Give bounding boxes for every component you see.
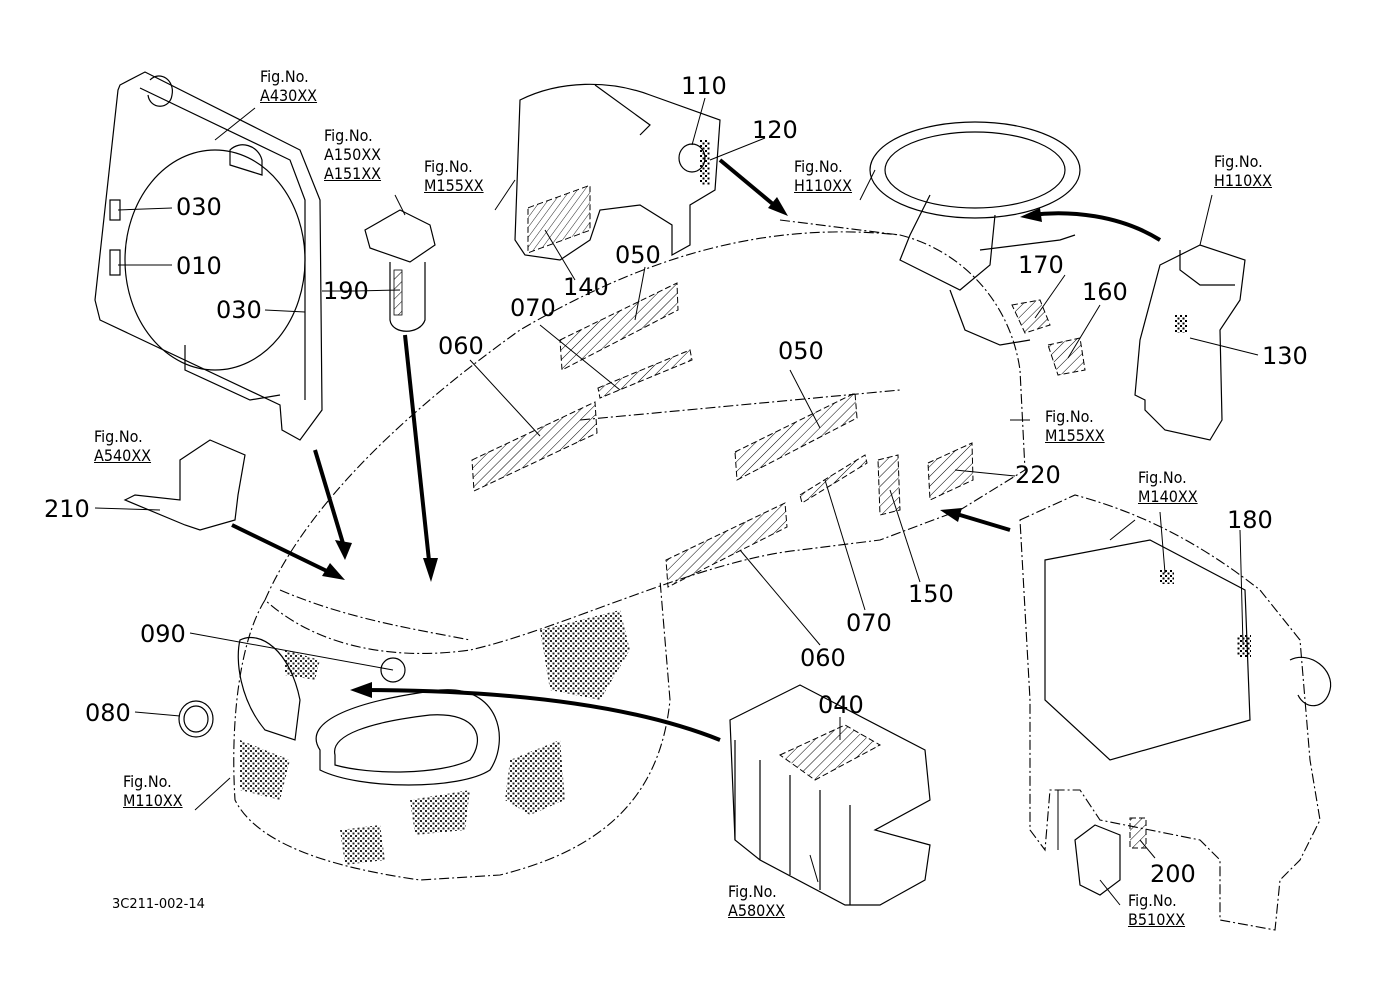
- part-number-110: 110: [681, 72, 727, 100]
- part-number-180: 180: [1227, 506, 1273, 534]
- fig-ref-code: M110XX: [123, 791, 183, 810]
- part-number-060-top: 060: [438, 332, 484, 360]
- drawing-number: 3C211-002-14: [112, 897, 205, 912]
- fig-ref-code: M140XX: [1138, 487, 1198, 506]
- fuel-filter: [364, 209, 436, 332]
- part-number-040: 040: [818, 691, 864, 719]
- dash-panel: [514, 83, 721, 261]
- part-number-120: 120: [752, 116, 798, 144]
- part-number-030-top: 030: [176, 193, 222, 221]
- part-number-150: 150: [908, 580, 954, 608]
- part-number-210: 210: [44, 495, 90, 523]
- assembly-arrows: [231, 158, 1162, 742]
- fig-ref-a540: Fig.No. A540XX: [94, 427, 151, 465]
- fig-ref-label: Fig.No.: [324, 126, 373, 145]
- fig-ref-label: Fig.No.: [260, 67, 309, 86]
- fig-ref-m140: Fig.No. M140XX: [1138, 468, 1198, 506]
- fig-ref-code: M155XX: [424, 176, 484, 195]
- fig-ref-code: A430XX: [260, 86, 318, 105]
- fig-ref-h110-left: Fig.No. H110XX: [794, 157, 852, 195]
- radiator-shroud: [94, 71, 323, 441]
- fig-ref-code: A580XX: [728, 901, 786, 920]
- fig-ref-label: Fig.No.: [424, 157, 473, 176]
- fig-ref-a150: Fig.No. A150XX A151XX: [324, 126, 381, 183]
- hood: [264, 219, 1026, 654]
- part-number-050-top: 050: [615, 241, 661, 269]
- steering-wheel: [869, 121, 1086, 376]
- part-number-030-bottom: 030: [216, 296, 262, 324]
- part-number-010: 010: [176, 252, 222, 280]
- fig-ref-code: A540XX: [94, 446, 152, 465]
- part-number-060-side: 060: [800, 644, 846, 672]
- step-plate: [123, 439, 246, 531]
- fig-ref-m155-side: Fig.No. M155XX: [1045, 407, 1105, 445]
- part-number-070-top: 070: [510, 294, 556, 322]
- fuse-box: [1074, 817, 1147, 896]
- part-number-130: 130: [1262, 342, 1308, 370]
- fig-ref-label: Fig.No.: [1045, 407, 1094, 426]
- fig-ref-code: H110XX: [1214, 171, 1273, 190]
- part-number-080: 080: [85, 699, 131, 727]
- part-number-170: 170: [1018, 251, 1064, 279]
- rear-panel: [1019, 494, 1332, 931]
- fig-ref-a430: Fig.No. A430XX: [260, 67, 317, 105]
- fig-ref-code: A150XX: [324, 145, 382, 164]
- fig-ref-label: Fig.No.: [1214, 152, 1263, 171]
- front-grille: [178, 579, 671, 881]
- fig-ref-label: Fig.No.: [123, 772, 172, 791]
- fig-ref-label: Fig.No.: [794, 157, 843, 176]
- leader-lines: [94, 97, 1259, 906]
- fig-ref-m110: Fig.No. M110XX: [123, 772, 183, 810]
- fig-ref-code: M155XX: [1045, 426, 1105, 445]
- fig-ref-code: B510XX: [1128, 910, 1186, 929]
- fig-ref-label: Fig.No.: [1138, 468, 1187, 487]
- battery: [729, 684, 931, 906]
- fig-ref-code: A151XX: [324, 164, 382, 183]
- fig-ref-code: H110XX: [794, 176, 853, 195]
- part-number-190: 190: [323, 277, 369, 305]
- fig-ref-h110-right: Fig.No. H110XX: [1214, 152, 1272, 190]
- fig-ref-label: Fig.No.: [94, 427, 143, 446]
- steering-side-cover: [1134, 244, 1246, 441]
- part-number-050-side: 050: [778, 337, 824, 365]
- fig-ref-a580: Fig.No. A580XX: [728, 882, 785, 920]
- part-number-200: 200: [1150, 860, 1196, 888]
- fig-ref-label: Fig.No.: [728, 882, 777, 901]
- fig-ref-label: Fig.No.: [1128, 891, 1177, 910]
- part-number-070-side: 070: [846, 609, 892, 637]
- fig-ref-m155-top: Fig.No. M155XX: [424, 157, 484, 195]
- part-number-090: 090: [140, 620, 186, 648]
- part-number-220: 220: [1015, 461, 1061, 489]
- part-number-140: 140: [563, 273, 609, 301]
- fig-ref-b510: Fig.No. B510XX: [1128, 891, 1185, 929]
- part-number-160: 160: [1082, 278, 1128, 306]
